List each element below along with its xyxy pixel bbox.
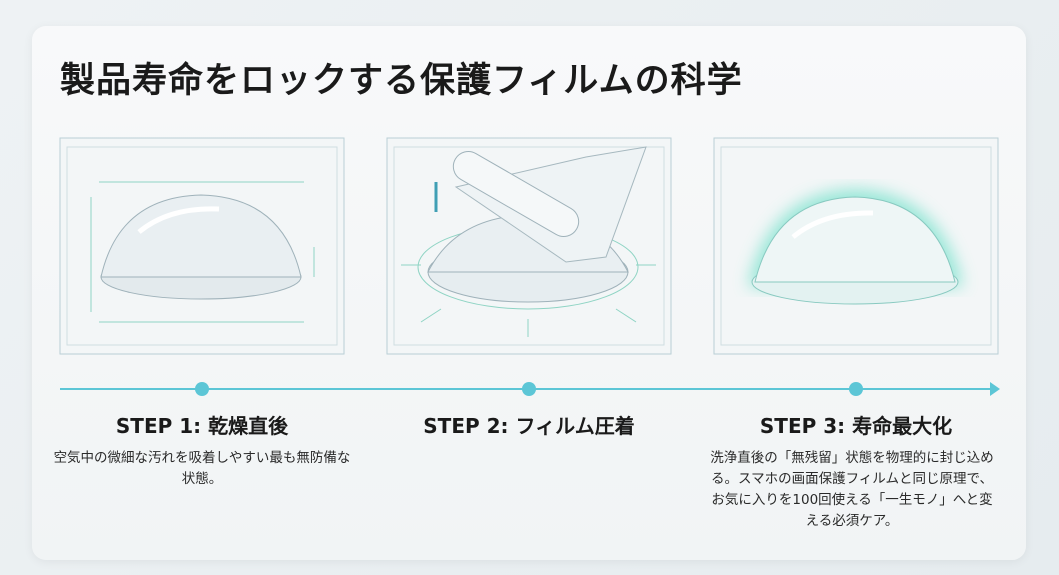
timeline-arrow-icon	[990, 382, 1000, 396]
step2-marker	[522, 382, 536, 396]
step1-illustration	[59, 137, 345, 355]
step1-description: 空気中の微細な汚れを吸着しやすい最も無防備な状態。	[53, 450, 351, 487]
step3-label: STEP 3: 寿命最大化	[759, 414, 953, 438]
step2-label: STEP 2: フィルム圧着	[423, 414, 635, 438]
step3-description: 洗浄直後の「無残留」状態を物理的に封じ込める。スマホの画面保護フィルムと同じ原理…	[710, 450, 994, 529]
page-title: 製品寿命をロックする保護フィルムの科学	[60, 61, 743, 101]
step1-label: STEP 1: 乾燥直後	[115, 414, 289, 438]
step3-illustration	[713, 137, 999, 355]
step1-marker	[195, 382, 209, 396]
step3-marker	[849, 382, 863, 396]
step2-illustration	[386, 137, 672, 355]
